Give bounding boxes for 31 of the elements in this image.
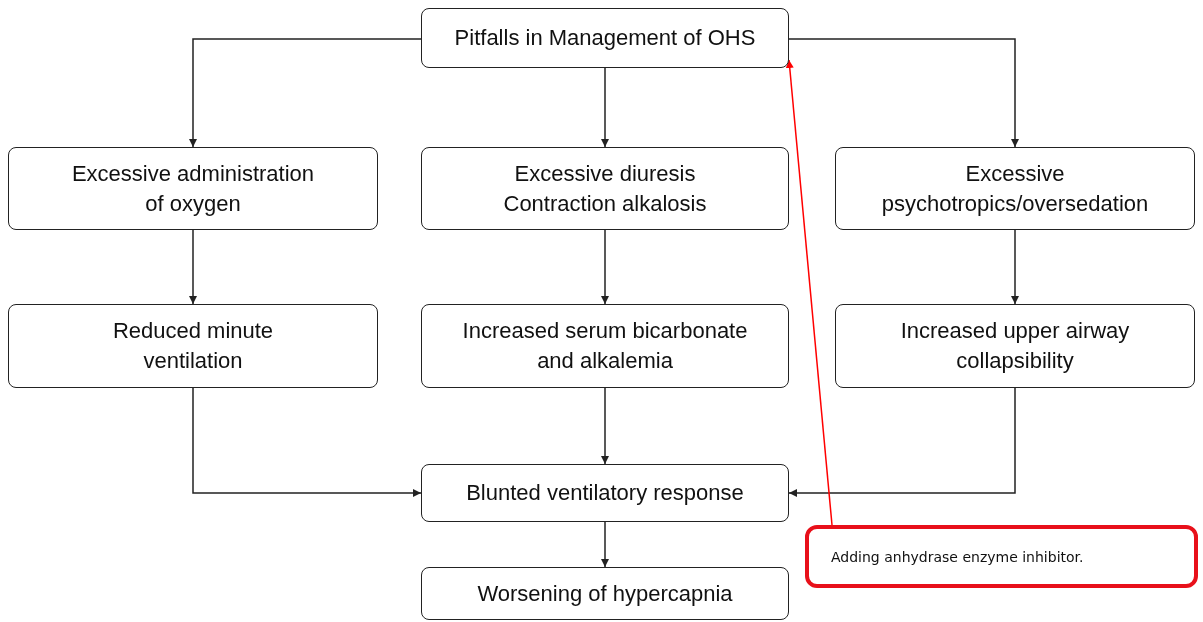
arrow — [601, 67, 609, 148]
process-box — [8, 147, 378, 230]
process-box — [421, 147, 789, 230]
process-box — [421, 464, 789, 522]
node-text: Pitfalls in Management of OHS — [454, 24, 756, 52]
arrow — [601, 521, 609, 568]
arrow — [192, 387, 422, 497]
node-text: Adding anhydrase enzyme inhibitor. — [831, 547, 1084, 567]
process-box — [835, 147, 1195, 230]
node-text: Excessive psychotropics/oversedation — [880, 159, 1150, 218]
arrow — [189, 229, 197, 305]
note-box — [805, 525, 1198, 588]
node-text: Excessive diuresis Contraction alkalosis — [502, 159, 708, 218]
node-text: Worsening of hypercapnia — [477, 579, 733, 608]
node-text: Increased upper airway collapsibility — [899, 317, 1131, 375]
process-box — [8, 304, 378, 388]
node-text: Blunted ventilatory response — [466, 479, 744, 507]
node-text: Excessive administration of oxygen — [70, 159, 316, 218]
process-box — [421, 8, 789, 68]
arrow — [788, 387, 1016, 497]
arrow — [189, 38, 422, 148]
process-box — [421, 567, 789, 620]
process-box — [835, 304, 1195, 388]
process-box — [421, 304, 789, 388]
arrow — [788, 38, 1019, 148]
arrow — [601, 229, 609, 305]
node-text: Reduced minute ventilation — [111, 317, 275, 375]
arrow — [1011, 229, 1019, 305]
arrow — [601, 387, 609, 465]
arrow — [785, 59, 833, 526]
node-text: Increased serum bicarbonate and alkalemia — [461, 317, 749, 375]
